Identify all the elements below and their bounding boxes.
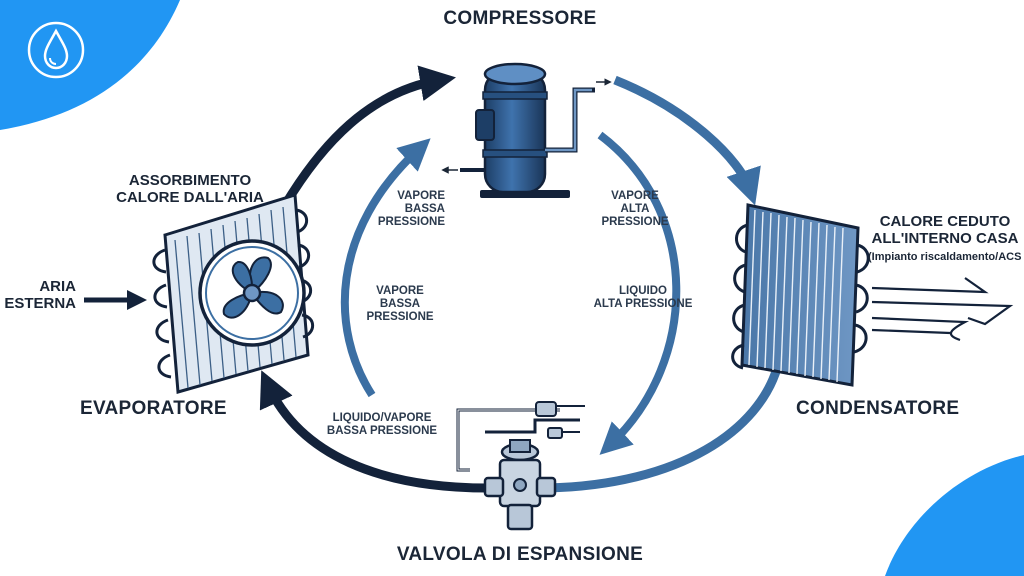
heat-released-label-line-1: CALORE CEDUTO	[879, 213, 1011, 230]
inner-arrow-down-right	[597, 131, 681, 455]
cycle-arrow-compressor-to-condenser	[613, 75, 761, 206]
outside-air-label-line-1: ARIA	[39, 278, 76, 295]
cycle-arrow-condenser-to-valve	[547, 363, 783, 493]
heat-released-label: CALORE CEDUTO ALL'INTERNO CASA	[860, 213, 1024, 248]
water-drop-icon	[27, 21, 85, 79]
cycle-arrow-valve-to-evaporator	[259, 370, 489, 493]
evaporator-label: EVAPORATORE	[80, 398, 227, 419]
absorption-label-line-1: ASSORBIMENTO	[128, 172, 252, 189]
liquid-vapor-low-label: LIQUIDO/VAPORE BASSA PRESSIONE	[322, 412, 442, 438]
compressor-icon	[441, 62, 612, 198]
absorption-label: ASSORBIMENTO CALORE DALL'ARIA	[70, 172, 310, 207]
cycle-arrow-evaporator-to-compressor	[281, 65, 456, 208]
heat-released-arrows-icon	[871, 277, 1014, 342]
evaporator-fan-icon	[152, 193, 315, 394]
low-pressure-vapor-mid-label: VAPORE BASSA PRESSIONE	[345, 285, 455, 325]
low-pressure-vapor-mid-line-1: VAPORE	[376, 285, 424, 297]
heat-released-label-line-2: ALL'INTERNO CASA	[871, 230, 1019, 248]
low-pressure-vapor-upper-label: VAPORE BASSA PRESSIONE	[360, 190, 445, 230]
low-pressure-vapor-upper-line-3: PRESSIONE	[377, 216, 445, 229]
condenser-label: CONDENSATORE	[796, 398, 960, 419]
corner-decoration-bottom-right	[885, 455, 1024, 576]
outside-air-label-line-2: ESTERNA	[4, 295, 76, 313]
high-pressure-vapor-line-1: VAPORE	[611, 190, 659, 202]
valve-label: VALVOLA DI ESPANSIONE	[396, 544, 644, 565]
heat-released-note: (Impianto riscaldamento/ACS	[868, 251, 1022, 263]
liquid-vapor-low-line-2: BASSA PRESSIONE	[326, 425, 438, 438]
inner-arrow-up-left	[340, 138, 431, 398]
high-pressure-liquid-label: LIQUIDO ALTA PRESSIONE	[588, 285, 698, 311]
low-pressure-vapor-mid-line-2: BASSA PRESSIONE	[366, 298, 434, 324]
high-pressure-liquid-line-1: LIQUIDO	[619, 285, 667, 297]
low-pressure-vapor-upper-line-1: VAPORE	[397, 190, 445, 202]
outside-air-label: ARIA ESTERNA	[0, 278, 76, 313]
liquid-vapor-low-line-1: LIQUIDO/VAPORE	[332, 412, 432, 424]
high-pressure-vapor-line-2: ALTA	[620, 203, 650, 216]
high-pressure-vapor-label: VAPORE ALTA PRESSIONE	[590, 190, 680, 230]
expansion-valve-icon	[456, 401, 585, 531]
condenser-coil-icon	[731, 203, 870, 387]
high-pressure-liquid-line-2: ALTA PRESSIONE	[593, 298, 693, 311]
absorption-label-line-2: CALORE DALL'ARIA	[116, 189, 264, 207]
compressor-label: COMPRESSORE	[443, 8, 597, 29]
corner-decoration-top-left	[0, 0, 180, 130]
high-pressure-vapor-line-3: PRESSIONE	[601, 216, 669, 229]
low-pressure-vapor-upper-line-2: BASSA	[404, 203, 445, 216]
